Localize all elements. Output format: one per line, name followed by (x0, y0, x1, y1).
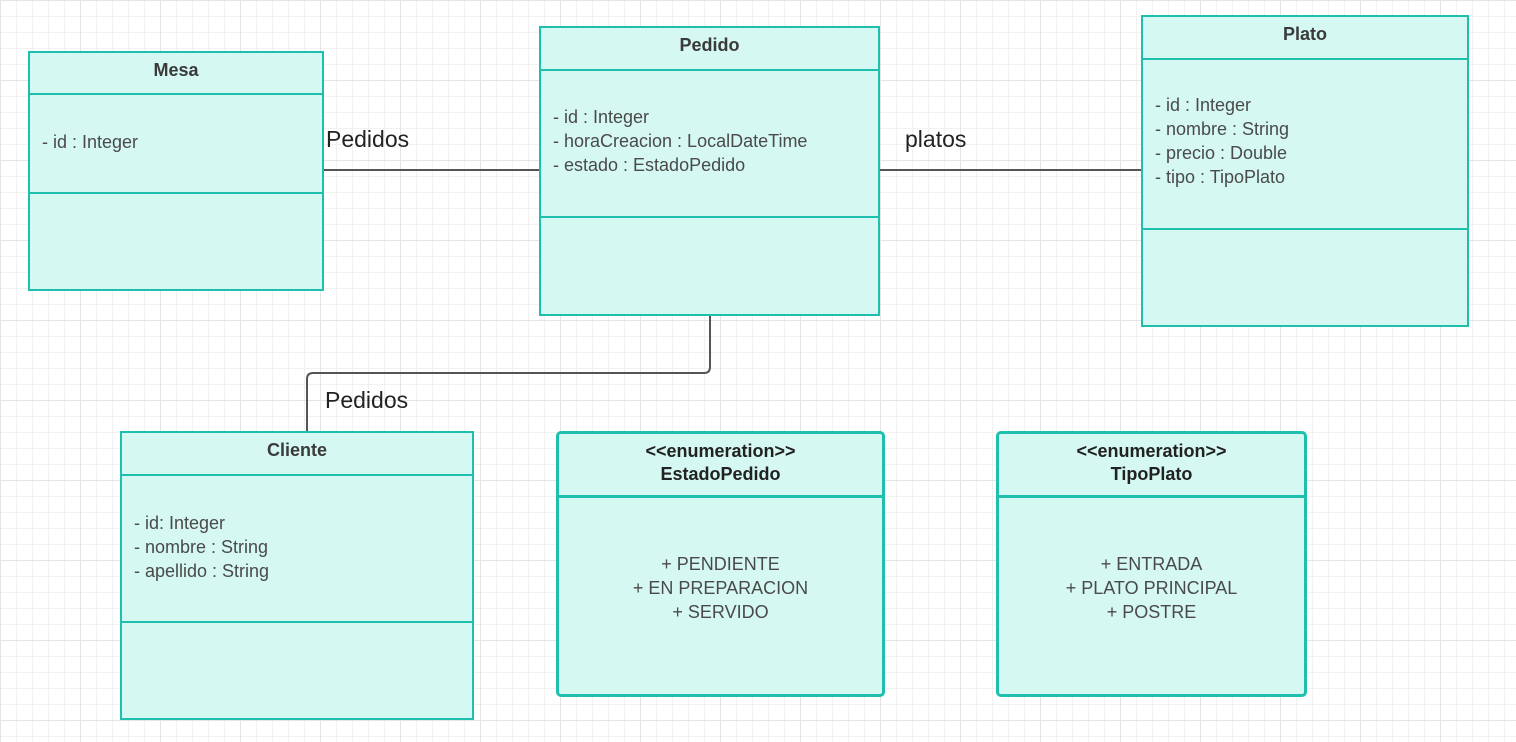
enum-stereotype: <<enumeration>> (645, 441, 796, 461)
class-plato-name: Plato (1282, 24, 1327, 44)
attribute: - id : Integer (42, 132, 139, 152)
class-pedido-attributes: - id : Integer - horaCreacion : LocalDat… (541, 71, 878, 218)
enum-value: + PENDIENTE (661, 554, 780, 574)
enum-estado-pedido-values: + PENDIENTE + EN PREPARACION + SERVIDO (559, 498, 882, 694)
association-pedido-cliente[interactable] (306, 315, 711, 432)
class-cliente-name: Cliente (266, 440, 327, 460)
enum-value: + ENTRADA (1100, 554, 1203, 574)
association-label-pedido-cliente: Pedidos (325, 387, 409, 413)
class-cliente[interactable]: Cliente - id: Integer - nombre : String … (120, 431, 474, 720)
enum-tipo-plato[interactable]: <<enumeration>> TipoPlato + ENTRADA + PL… (996, 431, 1307, 697)
class-pedido[interactable]: Pedido - id : Integer - horaCreacion : L… (539, 26, 880, 316)
attribute: - horaCreacion : LocalDateTime (553, 131, 808, 151)
attribute: - apellido : String (134, 561, 270, 581)
attribute: - id : Integer (553, 107, 650, 127)
enum-value: + SERVIDO (672, 602, 769, 622)
class-cliente-header: Cliente (122, 433, 472, 476)
class-plato-header: Plato (1143, 17, 1467, 60)
attribute: - id: Integer (134, 513, 226, 533)
class-mesa-header: Mesa (30, 53, 322, 95)
class-mesa-operations (30, 194, 322, 289)
attribute: - nombre : String (1155, 119, 1290, 139)
class-plato-attributes: - id : Integer - nombre : String - preci… (1143, 60, 1467, 230)
enum-estado-pedido[interactable]: <<enumeration>> EstadoPedido + PENDIENTE… (556, 431, 885, 697)
enum-value: + POSTRE (1106, 602, 1197, 622)
class-pedido-operations (541, 218, 878, 314)
attribute: - id : Integer (1155, 95, 1252, 115)
attribute: - estado : EstadoPedido (553, 155, 746, 175)
class-plato[interactable]: Plato - id : Integer - nombre : String -… (1141, 15, 1469, 327)
enum-estado-pedido-header: <<enumeration>> EstadoPedido (559, 434, 882, 498)
class-pedido-header: Pedido (541, 28, 878, 71)
association-label-mesa-pedido: Pedidos (326, 126, 410, 152)
enum-tipo-plato-values: + ENTRADA + PLATO PRINCIPAL + POSTRE (999, 498, 1304, 694)
class-mesa-attributes: - id : Integer (30, 95, 322, 194)
class-cliente-operations (122, 623, 472, 718)
class-pedido-name: Pedido (679, 35, 740, 55)
enum-tipo-plato-name: TipoPlato (1110, 464, 1193, 484)
attribute: - tipo : TipoPlato (1155, 167, 1286, 187)
attribute: - nombre : String (134, 537, 269, 557)
class-mesa[interactable]: Mesa - id : Integer (28, 51, 324, 291)
enum-stereotype: <<enumeration>> (1076, 441, 1227, 461)
enum-estado-pedido-name: EstadoPedido (660, 464, 781, 484)
attribute: - precio : Double (1155, 143, 1288, 163)
class-plato-operations (1143, 230, 1467, 325)
class-mesa-name: Mesa (153, 60, 199, 80)
association-label-pedido-plato: platos (905, 126, 967, 152)
class-cliente-attributes: - id: Integer - nombre : String - apelli… (122, 476, 472, 623)
enum-tipo-plato-header: <<enumeration>> TipoPlato (999, 434, 1304, 498)
enum-value: + EN PREPARACION (632, 578, 809, 598)
enum-value: + PLATO PRINCIPAL (1065, 578, 1238, 598)
